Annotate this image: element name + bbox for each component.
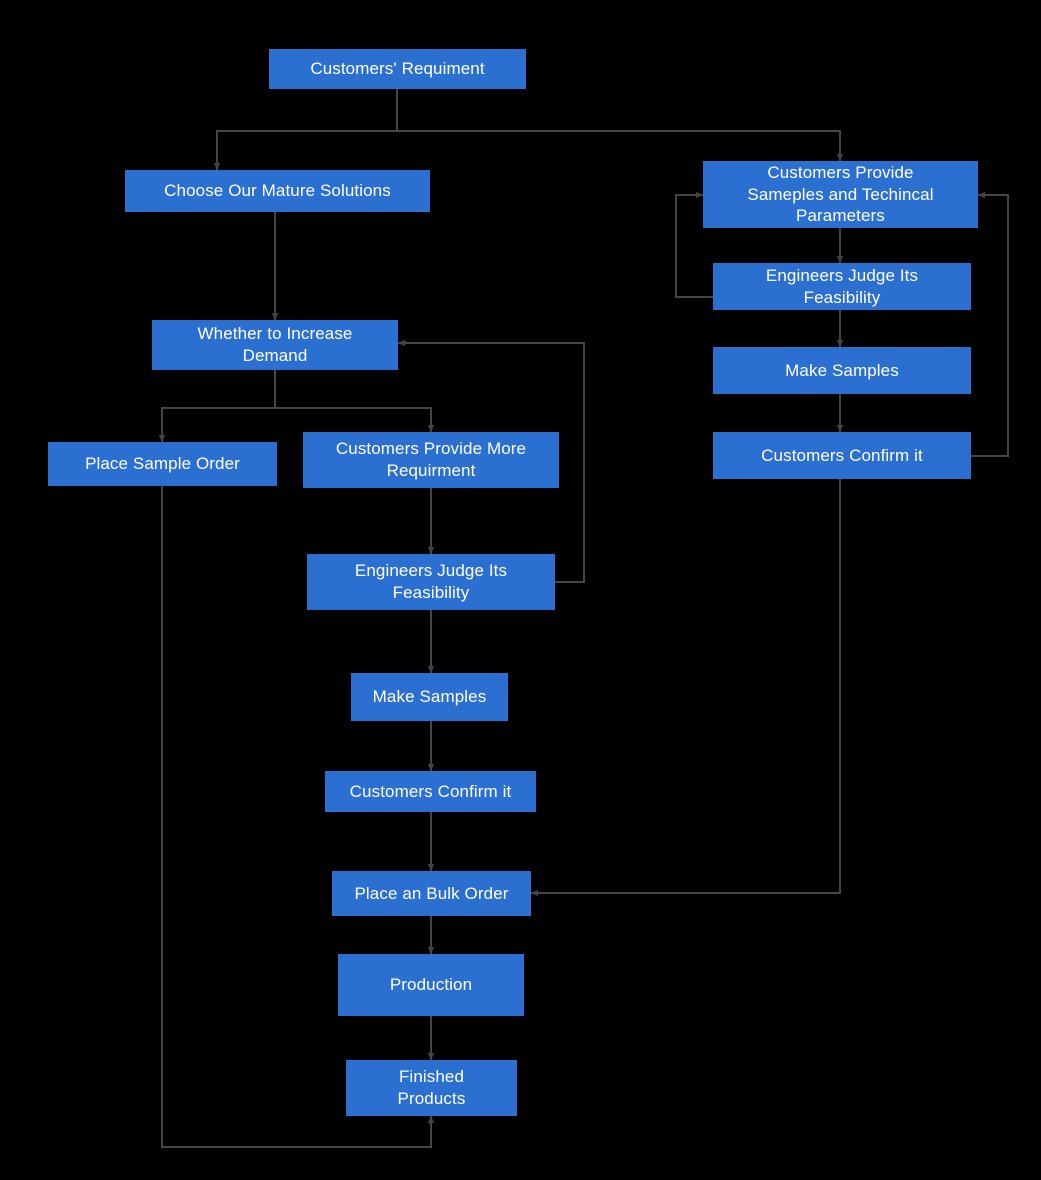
node-engineers-judge-mid[interactable]: Engineers Judge Its Feasibility (307, 554, 555, 610)
node-label: Customers' Requiment (310, 59, 485, 79)
node-label: Make Samples (372, 687, 487, 707)
node-whether-increase-demand[interactable]: Whether to Increase Demand (152, 320, 398, 370)
node-label: Place an Bulk Order (354, 883, 509, 903)
edge-sample-order-return (161, 486, 435, 1148)
node-label: Engineers Judge Its Feasibility (354, 561, 508, 602)
edge-confirm-to-bulk (530, 479, 841, 897)
node-label: Choose Our Mature Solutions (164, 181, 391, 201)
node-make-samples-mid[interactable]: Make Samples (351, 673, 508, 721)
edge-judge-mid-feedback (397, 339, 585, 583)
node-customers-confirm-mid[interactable]: Customers Confirm it (325, 771, 536, 812)
node-customers-requiment[interactable]: Customers' Requiment (269, 49, 526, 89)
edge-whether-split-right (274, 370, 435, 433)
node-customers-provide-samples[interactable]: Customers Provide Sameples and Techincal… (703, 161, 978, 228)
node-label: Whether to Increase Demand (197, 324, 353, 365)
node-customers-confirm-right[interactable]: Customers Confirm it (713, 432, 971, 479)
node-label: Place Sample Order (85, 454, 240, 474)
node-customers-provide-more[interactable]: Customers Provide More Requirment (303, 432, 559, 488)
edge-whether-split-left (158, 370, 276, 443)
node-label: Customers Provide Sameples and Techincal… (747, 162, 934, 226)
node-label: Customers Confirm it (761, 445, 923, 465)
node-finished-products[interactable]: Finished Products (346, 1060, 517, 1116)
node-label: Customers Provide More Requirment (335, 439, 527, 480)
edge-judge-feedback-right (675, 191, 713, 298)
node-label: Finished Products (397, 1067, 466, 1108)
edge-confirm-feedback (971, 191, 1009, 457)
node-label: Engineers Judge Its Feasibility (765, 265, 919, 307)
node-place-sample-order[interactable]: Place Sample Order (48, 442, 277, 486)
node-label: Customers Confirm it (349, 781, 512, 801)
edge-req-split-left (213, 89, 398, 171)
edge-req-split-right (396, 89, 844, 162)
node-label: Make Samples (785, 360, 899, 380)
node-engineers-judge-right[interactable]: Engineers Judge Its Feasibility (713, 263, 971, 310)
node-label: Production (389, 975, 473, 995)
node-choose-mature-solutions[interactable]: Choose Our Mature Solutions (125, 170, 430, 212)
node-production[interactable]: Production (338, 954, 524, 1016)
node-place-bulk-order[interactable]: Place an Bulk Order (332, 871, 531, 916)
node-make-samples-right[interactable]: Make Samples (713, 347, 971, 394)
